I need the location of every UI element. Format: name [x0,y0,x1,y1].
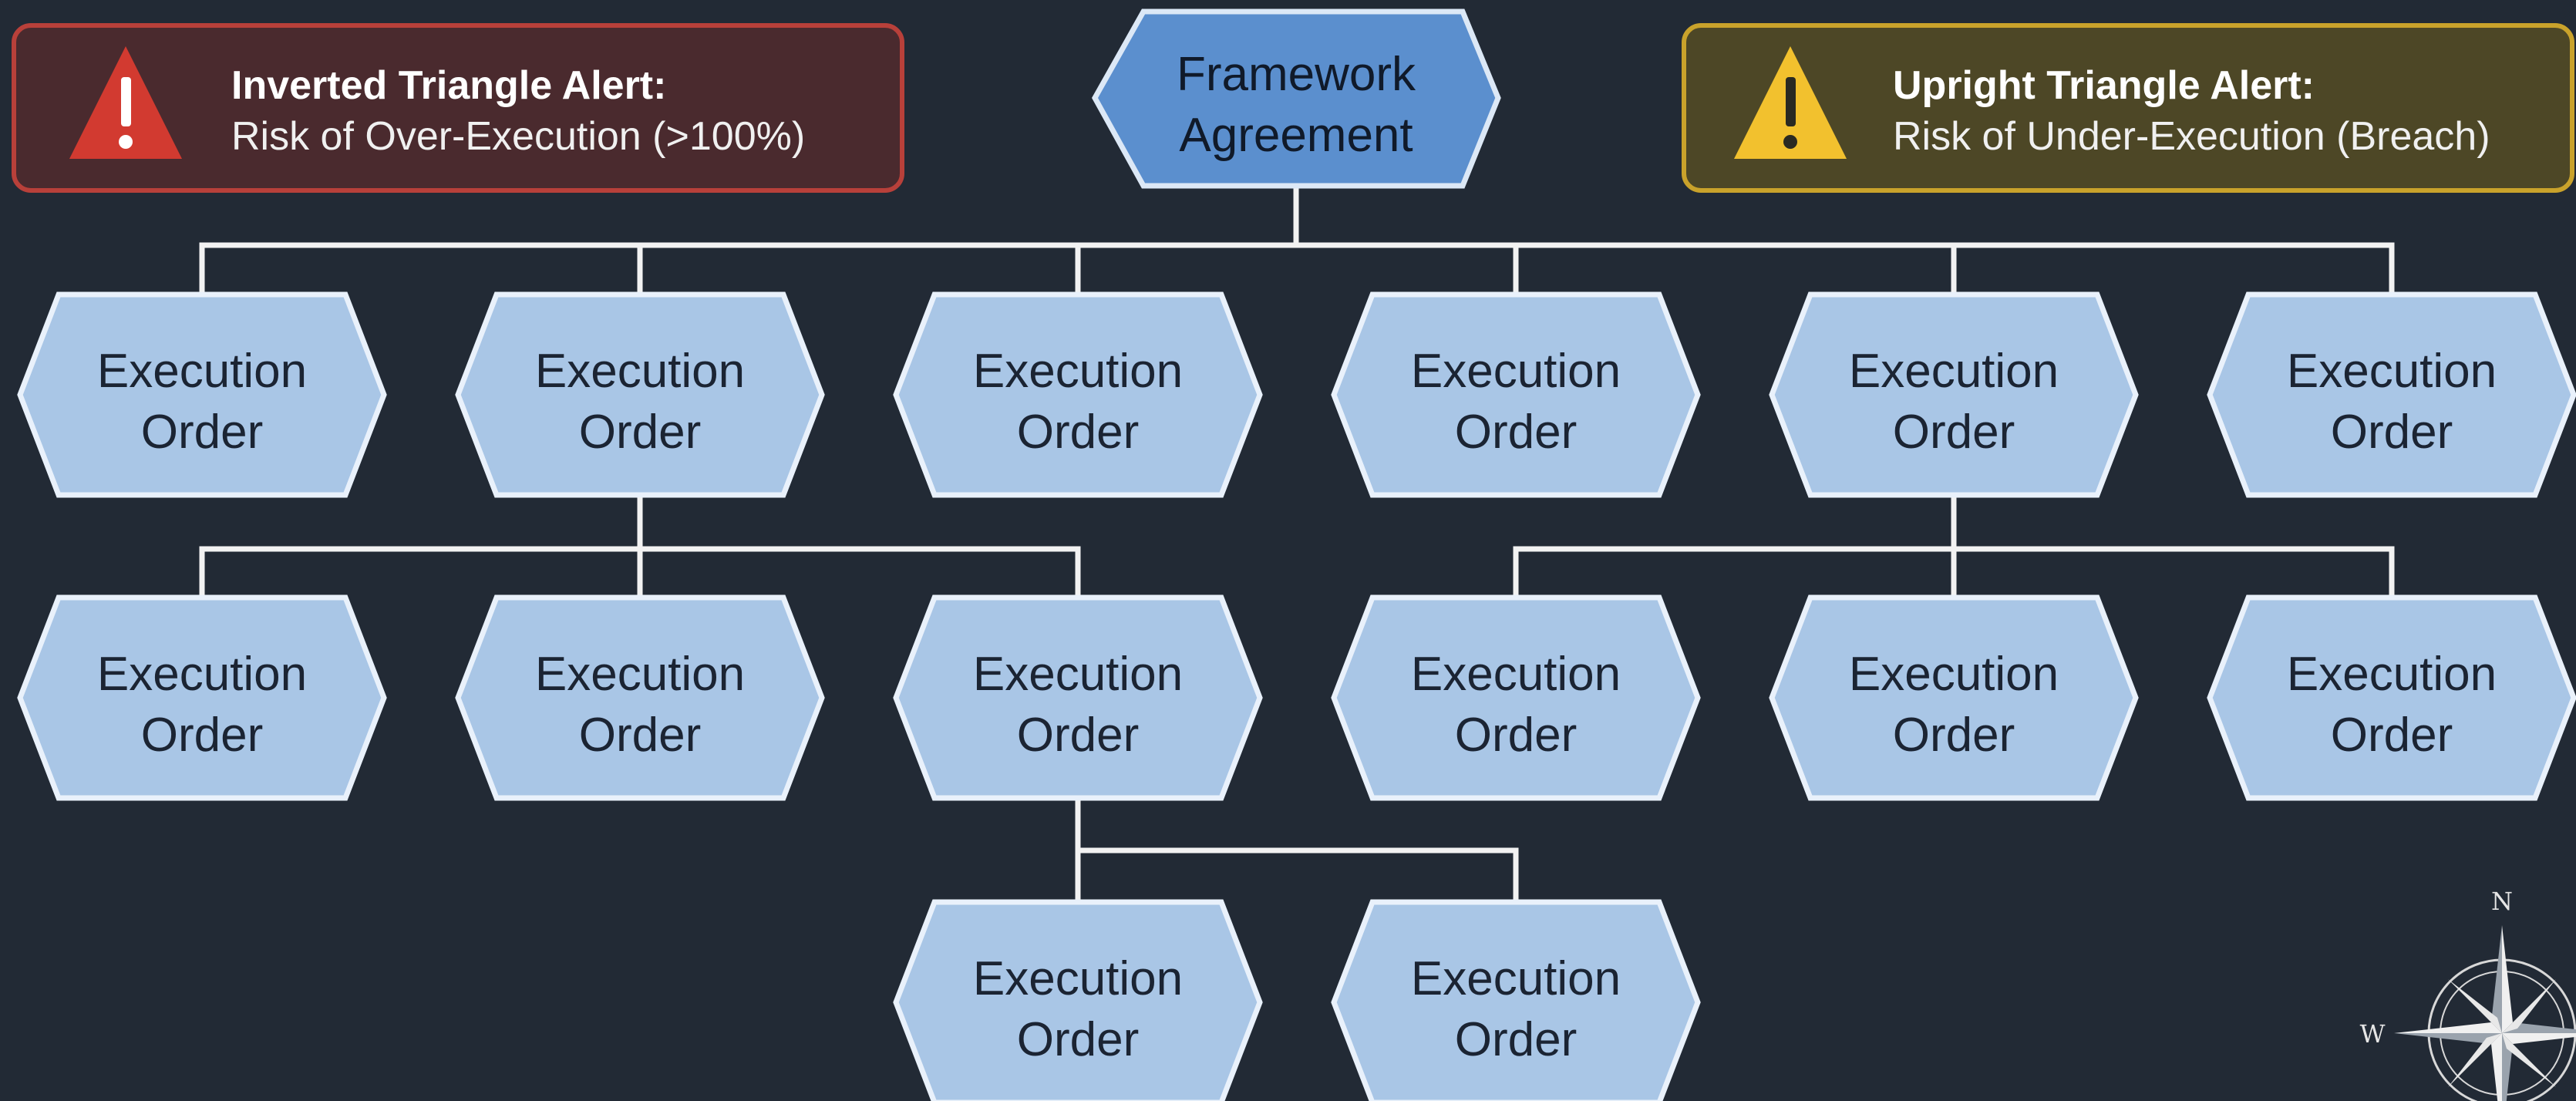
execution-order-label-line1: Execution [973,648,1183,701]
execution-order-label-line2: Order [1455,406,1577,459]
execution-order-label-line2: Order [579,406,701,459]
over-execution-alert-box [12,23,904,193]
over-execution-alert-text: Risk of Over-Execution (>100%) [231,114,805,159]
execution-order-label-line1: Execution [973,952,1183,1005]
execution-order-label-line2: Order [1893,406,2015,459]
execution-order-shape [1769,594,2139,801]
warning-exclamation-bar [121,77,131,126]
execution-order-shape [17,594,387,801]
execution-order-shape [893,594,1263,801]
under-execution-alert-title: Upright Triangle Alert: [1893,63,2315,108]
execution-order-label-line1: Execution [1849,345,2059,398]
over-execution-alert-title: Inverted Triangle Alert: [231,63,666,108]
execution-order-shape [1331,899,1701,1101]
over-execution-alert: Inverted Triangle Alert: Risk of Over-Ex… [12,23,904,193]
execution-order-nodes: ExecutionOrderExecutionOrderExecutionOrd… [17,291,2576,1101]
framework-agreement-label-line2: Agreement [1179,109,1413,162]
framework-agreement-label-line1: Framework [1177,48,1416,101]
execution-order-shape [2207,594,2576,801]
framework-agreement-node[interactable]: Framework Agreement [1091,8,1501,189]
execution-order-label-line1: Execution [535,345,745,398]
execution-order-label-line1: Execution [535,648,745,701]
execution-order-label-line2: Order [1893,709,2015,762]
compass-north-label: N [2491,887,2513,916]
execution-order-shape [455,594,825,801]
execution-order-label-line2: Order [579,709,701,762]
under-execution-alert-box [1682,23,2574,193]
execution-order-shape [1331,291,1701,498]
execution-order-label-line2: Order [1017,1013,1139,1066]
warning-exclamation-dot [1783,135,1797,149]
execution-order-label-line1: Execution [97,648,307,701]
execution-order-label-line2: Order [1455,1013,1577,1066]
execution-order-label-line2: Order [1017,709,1139,762]
execution-order-label-line1: Execution [973,345,1183,398]
execution-order-label-line1: Execution [1411,345,1621,398]
execution-order-label-line2: Order [141,406,263,459]
execution-order-shape [893,291,1263,498]
execution-order-shape [17,291,387,498]
execution-order-label-line1: Execution [97,345,307,398]
execution-order-label-line2: Order [1455,709,1577,762]
execution-order-label-line1: Execution [2287,648,2497,701]
execution-order-label-line2: Order [2331,406,2453,459]
execution-order-label-line1: Execution [1411,648,1621,701]
execution-order-label-line1: Execution [2287,345,2497,398]
execution-order-label-line2: Order [2331,709,2453,762]
under-execution-alert: Upright Triangle Alert: Risk of Under-Ex… [1682,23,2574,193]
execution-order-shape [1331,594,1701,801]
compass-rose-icon: N W [2360,887,2576,1101]
warning-exclamation-dot [119,135,133,149]
compass-west-label: W [2360,1019,2386,1049]
execution-order-shape [893,899,1263,1101]
execution-order-label-line2: Order [141,709,263,762]
warning-exclamation-bar [1786,77,1796,126]
execution-order-shape [2207,291,2576,498]
execution-order-label-line2: Order [1017,406,1139,459]
execution-order-shape [455,291,825,498]
execution-order-label-line1: Execution [1411,952,1621,1005]
execution-order-shape [1769,291,2139,498]
framework-agreement-shape [1091,8,1501,189]
under-execution-alert-text: Risk of Under-Execution (Breach) [1893,114,2490,159]
connector-lines [199,183,2395,905]
execution-order-label-line1: Execution [1849,648,2059,701]
